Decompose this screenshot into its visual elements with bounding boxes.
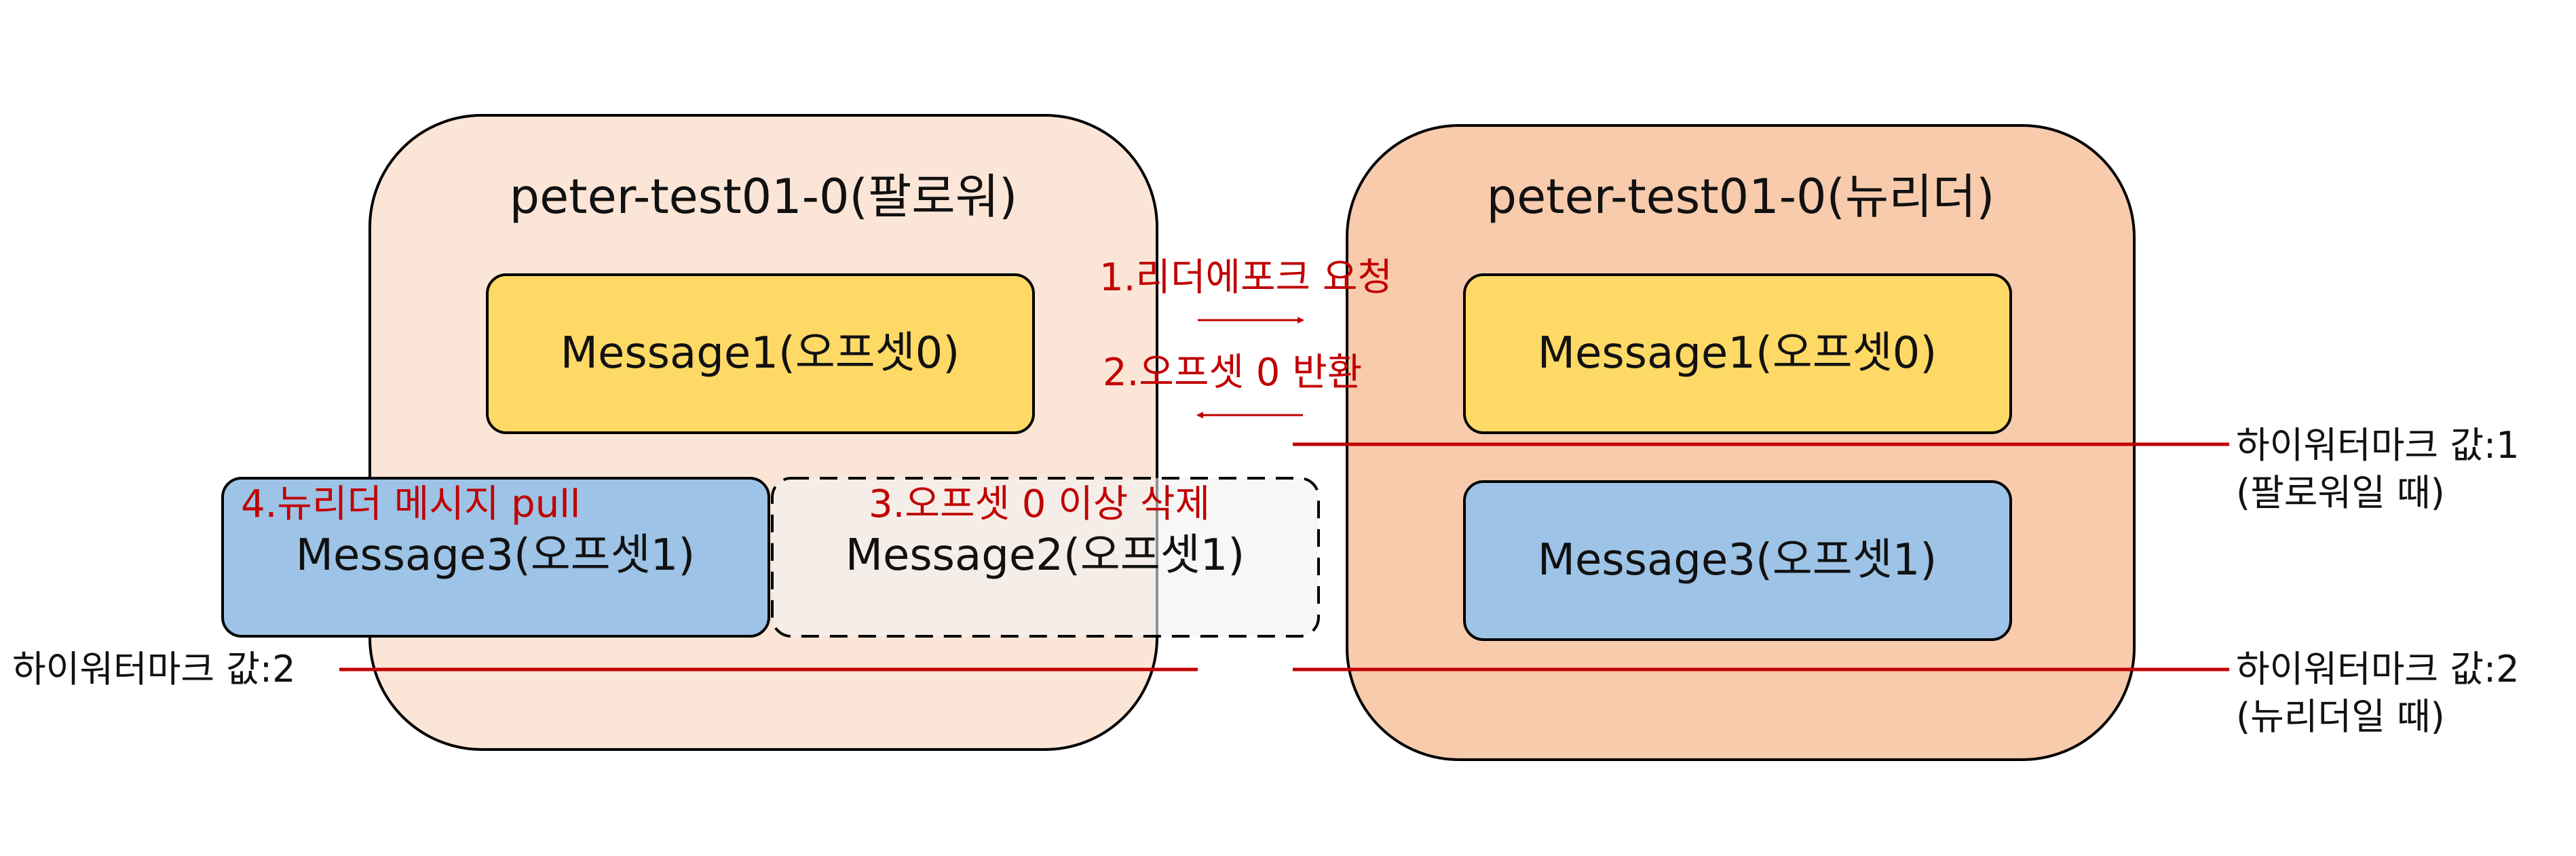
follower-partition-title: peter-test01-0(팔로워) <box>509 169 1018 225</box>
follower-message2-deleted-box <box>771 477 1320 638</box>
highwatermark-label-leader-1-note: (팔로워일 때) <box>2236 471 2445 515</box>
step2-label: 2.오프셋 0 반환 <box>1103 351 1363 395</box>
leader-message1-box <box>1463 273 2012 434</box>
leader-message3-box <box>1463 480 2012 641</box>
step4-label: 4.뉴리더 메시지 pull <box>241 482 581 526</box>
follower-message2-label: Message2(오프셋1) <box>845 530 1245 581</box>
highwatermark-label-leader-2: 하이워터마크 값:2 (뉴리더일 때) <box>2236 646 2519 741</box>
leader-message3-label: Message3(오프셋1) <box>1537 535 1937 586</box>
leader-message1-label: Message1(오프셋0) <box>1537 328 1937 379</box>
highwatermark-label-leader-1-value: 하이워터마크 값:1 <box>2236 424 2520 467</box>
highwatermark-label-leader-2-value: 하이워터마크 값:2 <box>2236 648 2520 690</box>
step3-label: 3.오프셋 0 이상 삭제 <box>869 482 1211 526</box>
highwatermark-label-leader-2-note: (뉴리더일 때) <box>2236 695 2445 739</box>
leader-partition-title: peter-test01-0(뉴리더) <box>1486 169 1995 225</box>
follower-message1-box <box>486 273 1035 434</box>
highwatermark-label-follower: 하이워터마크 값:2 <box>12 648 296 690</box>
follower-message3-box <box>221 477 770 638</box>
follower-message1-label: Message1(오프셋0) <box>560 328 960 379</box>
follower-message3-label: Message3(오프셋1) <box>295 530 696 581</box>
highwatermark-label-leader-1: 하이워터마크 값:1 (팔로워일 때) <box>2236 422 2519 517</box>
step1-label: 1.리더에포크 요청 <box>1099 256 1393 300</box>
